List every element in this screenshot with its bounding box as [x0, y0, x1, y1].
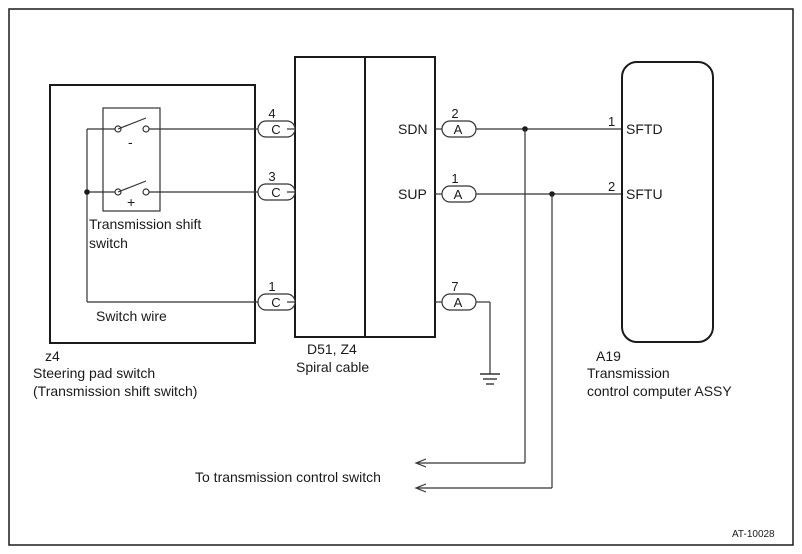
pin-3-number: 3 — [268, 169, 275, 184]
pin-4-connector-letter: C — [271, 122, 280, 137]
sdn-branch-arrow — [414, 458, 427, 468]
pin-1-c-number: 1 — [268, 279, 275, 294]
switch-blade-plus — [117, 180, 147, 193]
tcm-code: A19 — [596, 348, 621, 364]
transmission-shift-switch-label-2: switch — [89, 235, 128, 251]
connector-a-pin-1: A 1 — [435, 171, 477, 203]
figure-id: AT-10028 — [732, 529, 775, 540]
pin-7-connector-letter: A — [454, 295, 463, 310]
spiral-cable: C 4 C 3 C 1 A 2 A 1 — [257, 56, 477, 338]
pin-4-number: 4 — [268, 106, 275, 121]
spiral-cable-code: D51, Z4 — [307, 341, 357, 357]
tcm-pin-1-number: 1 — [608, 114, 615, 129]
pin-3-connector-letter: C — [271, 185, 280, 200]
common-wire-junction — [84, 189, 90, 195]
connector-c-pin-3: C 3 — [257, 169, 296, 201]
plus-sign: + — [127, 194, 135, 210]
sup-signal-label: SUP — [398, 186, 427, 202]
tcm-name-line-1: Transmission — [587, 365, 670, 381]
transmission-control-computer: 1 2 SFTD SFTU — [608, 61, 714, 343]
switch-wire-label: Switch wire — [96, 308, 167, 324]
connector-a-pin-7: A 7 — [435, 279, 477, 311]
transmission-shift-switch-label-1: Transmission shift — [89, 216, 201, 232]
pin-2-connector-letter: A — [454, 122, 463, 137]
ground-symbol — [476, 301, 500, 385]
sftu-signal-label: SFTU — [626, 186, 663, 202]
tcm-name-line-2: control computer ASSY — [587, 383, 732, 399]
pin-1-a-number: 1 — [451, 171, 458, 186]
tcm-box — [621, 61, 714, 343]
pin-1-c-connector-letter: C — [271, 295, 280, 310]
connector-c-pin-1: C 1 — [257, 279, 296, 311]
steering-pad-switch: - + Transmission shift switch Switch wir… — [49, 84, 258, 344]
transmission-shift-switch-box — [102, 107, 161, 212]
steering-switch-name: Steering pad switch — [33, 365, 155, 381]
pin-7-number: 7 — [451, 279, 458, 294]
steering-switch-subname: (Transmission shift switch) — [33, 383, 197, 399]
connector-a-pin-2: A 2 — [435, 106, 477, 138]
destination-label: To transmission control switch — [195, 469, 381, 485]
sftd-signal-label: SFTD — [626, 121, 663, 137]
sup-branch-arrow — [414, 483, 427, 493]
sdn-signal-label: SDN — [398, 121, 428, 137]
minus-sign: - — [128, 134, 133, 150]
spiral-cable-name: Spiral cable — [296, 359, 369, 375]
pin-2-number: 2 — [451, 106, 458, 121]
steering-switch-code: z4 — [45, 348, 60, 364]
pin-1-a-connector-letter: A — [454, 187, 463, 202]
connector-c-pin-4: C 4 — [257, 106, 296, 138]
switch-contact-plus-right — [142, 188, 150, 196]
switch-blade-minus — [117, 117, 147, 130]
tcm-pin-2-number: 2 — [608, 179, 615, 194]
switch-contact-minus-right — [142, 125, 150, 133]
